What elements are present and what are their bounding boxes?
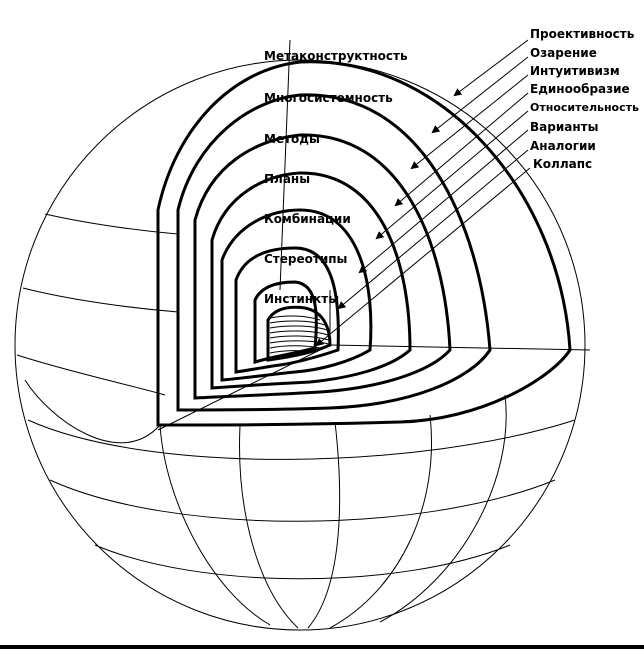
layer-label-stereotipy: Стереотипы (264, 252, 347, 266)
layer-label-metody: Методы (264, 132, 320, 146)
bottom-border (0, 645, 644, 649)
pointer-label-ozarenie: Озарение (530, 46, 597, 60)
arrow-projectivnost (453, 39, 529, 97)
arrow-intuitivizm (410, 74, 529, 170)
sphere-latitudes-lower (27, 419, 576, 580)
layer-label-plany: Планы (264, 172, 310, 186)
pointer-label-varianty: Варианты (530, 120, 598, 134)
arrow-otnositelnost (375, 110, 529, 240)
arrow-ozarenie (431, 56, 529, 134)
layer-label-metakonstruktnost: Метаконструктность (264, 49, 408, 63)
layer-labels: Метаконструктность Многосистемность Мето… (264, 49, 408, 306)
pointer-labels: Проективность Озарение Интуитивизм Едино… (530, 27, 639, 171)
pointer-label-analogii: Аналогии (530, 139, 596, 153)
core (266, 305, 332, 362)
arrow-edinoobrazie (394, 92, 529, 207)
pointer-arrows (315, 39, 531, 347)
sphere-longitudes (24, 379, 507, 629)
layer-label-mnogosistemnost: Многосистемность (264, 91, 393, 105)
pointer-label-projektivnost: Проективность (530, 27, 635, 41)
arrow-varianty (358, 129, 529, 274)
layer-label-instinkty: Инстинкты (264, 292, 339, 306)
nested-shells (156, 60, 572, 427)
pointer-label-intuitivizm: Интуитивизм (530, 64, 620, 78)
arrow-analogii (337, 149, 529, 310)
sphere-latitudes-left (16, 213, 179, 396)
arrow-kollaps (315, 167, 531, 347)
pointer-label-kollaps: Коллапс (533, 157, 592, 171)
layer-label-kombinacii: Комбинации (264, 212, 351, 226)
pointer-label-otnositelnost: Относительность (530, 101, 639, 114)
pointer-label-edinoobrazie: Единообразие (530, 82, 630, 96)
sphere-outline (14, 59, 586, 631)
